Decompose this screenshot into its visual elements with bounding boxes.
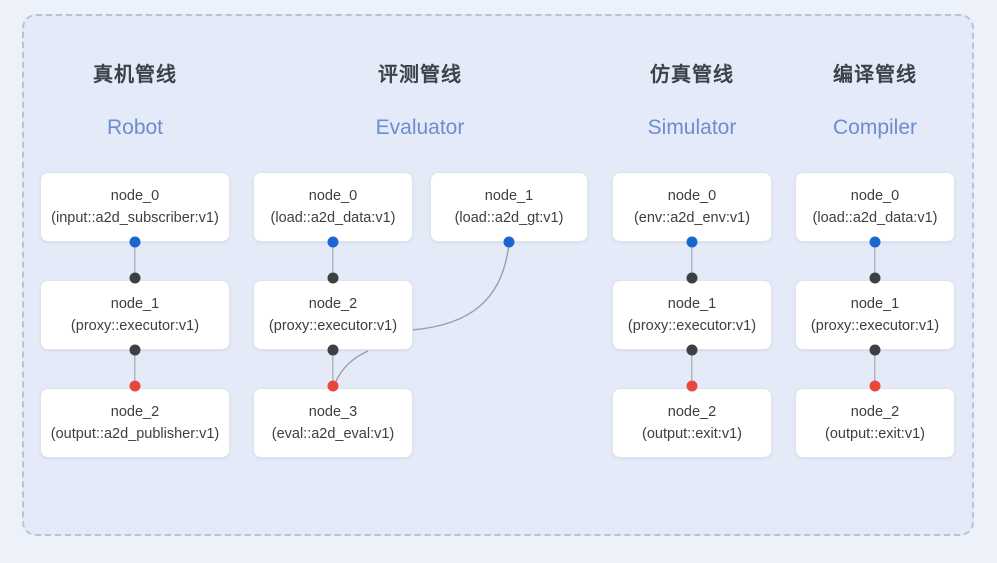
node-name: node_3 [308,404,358,420]
edge-simulator-0-1 [691,242,693,278]
node-type: (output::a2d_publisher:v1) [50,426,220,442]
node-name: node_1 [110,296,160,312]
node-compiler-1[interactable]: node_1 (proxy::executor:v1) [795,280,955,350]
node-evaluator-3[interactable]: node_3 (eval::a2d_eval:v1) [253,388,413,458]
edge-compiler-1-2 [874,350,876,386]
port-out-simulator-1[interactable] [686,344,698,356]
column-title-cn-robot: 真机管线 [93,64,177,86]
node-name: node_0 [850,188,900,204]
node-type: (proxy::executor:v1) [810,318,940,334]
edge-evaluator-2-3 [332,350,334,386]
node-name: node_2 [110,404,160,420]
port-in-robot-1[interactable] [129,272,141,284]
node-evaluator-2[interactable]: node_2 (proxy::executor:v1) [253,280,413,350]
node-type: (proxy::executor:v1) [627,318,757,334]
node-simulator-1[interactable]: node_1 (proxy::executor:v1) [612,280,772,350]
node-robot-1[interactable]: node_1 (proxy::executor:v1) [40,280,230,350]
port-in-robot-2[interactable] [129,380,141,392]
port-in-compiler-2[interactable] [869,380,881,392]
node-name: node_0 [667,188,717,204]
node-type: (output::exit:v1) [642,426,742,442]
node-type: (proxy::executor:v1) [268,318,398,334]
node-name: node_2 [667,404,717,420]
column-title-en-robot: Robot [106,116,164,139]
column-title-en-compiler: Compiler [832,116,918,139]
column-title-cn-evaluator: 评测管线 [378,64,462,86]
node-simulator-2[interactable]: node_2 (output::exit:v1) [612,388,772,458]
port-out-simulator-0[interactable] [686,236,698,248]
node-compiler-2[interactable]: node_2 (output::exit:v1) [795,388,955,458]
node-type: (load::a2d_data:v1) [812,210,938,226]
column-title-en-simulator: Simulator [647,116,737,139]
edge-evaluator-0-2 [332,242,334,278]
column-title-en-evaluator: Evaluator [375,116,465,139]
node-name: node_1 [484,188,534,204]
node-type: (load::a2d_data:v1) [270,210,396,226]
edge-robot-0-1 [134,242,136,278]
node-robot-0[interactable]: node_0 (input::a2d_subscriber:v1) [40,172,230,242]
node-evaluator-0[interactable]: node_0 (load::a2d_data:v1) [253,172,413,242]
node-simulator-0[interactable]: node_0 (env::a2d_env:v1) [612,172,772,242]
node-type: (load::a2d_gt:v1) [454,210,564,226]
port-out-compiler-0[interactable] [869,236,881,248]
node-evaluator-1[interactable]: node_1 (load::a2d_gt:v1) [430,172,588,242]
node-name: node_0 [110,188,160,204]
port-out-evaluator-2[interactable] [327,344,339,356]
column-title-cn-compiler: 编译管线 [833,64,917,86]
node-type: (proxy::executor:v1) [70,318,200,334]
port-out-robot-1[interactable] [129,344,141,356]
edge-simulator-1-2 [691,350,693,386]
node-name: node_1 [850,296,900,312]
port-in-evaluator-3[interactable] [327,380,339,392]
port-in-simulator-2[interactable] [686,380,698,392]
edge-robot-1-2 [134,350,136,386]
node-name: node_2 [308,296,358,312]
node-compiler-0[interactable]: node_0 (load::a2d_data:v1) [795,172,955,242]
port-out-compiler-1[interactable] [869,344,881,356]
edge-compiler-0-1 [874,242,876,278]
node-type: (eval::a2d_eval:v1) [271,426,395,442]
node-type: (output::exit:v1) [825,426,925,442]
port-in-compiler-1[interactable] [869,272,881,284]
port-out-evaluator-1[interactable] [503,236,515,248]
port-in-evaluator-2[interactable] [327,272,339,284]
node-type: (env::a2d_env:v1) [633,210,751,226]
port-in-simulator-1[interactable] [686,272,698,284]
port-out-evaluator-0[interactable] [327,236,339,248]
node-name: node_0 [308,188,358,204]
node-type: (input::a2d_subscriber:v1) [51,210,219,226]
node-name: node_2 [850,404,900,420]
port-out-robot-0[interactable] [129,236,141,248]
column-title-cn-simulator: 仿真管线 [650,64,734,86]
node-robot-2[interactable]: node_2 (output::a2d_publisher:v1) [40,388,230,458]
node-name: node_1 [667,296,717,312]
